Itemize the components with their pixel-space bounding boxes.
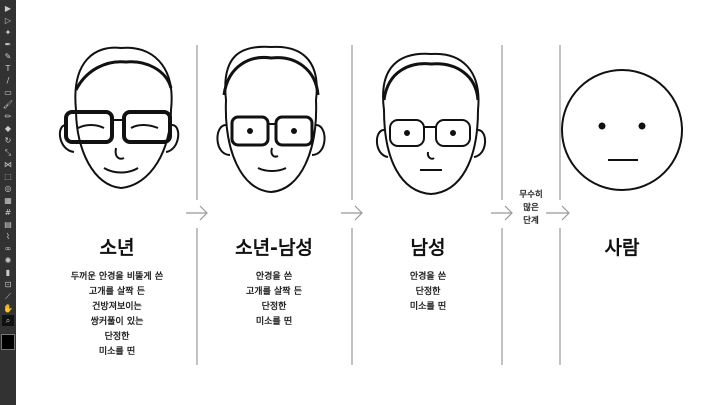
desc-line: 미소를 띤 — [255, 317, 293, 327]
arrows — [186, 205, 570, 221]
fill-stroke-swatch[interactable] — [1, 334, 15, 350]
eraser-tool-icon[interactable]: ◆ — [4, 123, 12, 133]
desc-line: 미소를 띤 — [98, 347, 136, 357]
magic-wand-tool-icon[interactable]: ✦ — [4, 27, 12, 37]
blend-tool-icon[interactable]: ∞ — [4, 243, 12, 253]
desc-line: 고개를 살짝 든 — [89, 287, 145, 297]
eyedropper-tool-icon[interactable]: ⌇ — [6, 231, 10, 241]
illustration — [58, 45, 683, 365]
slice-tool-icon[interactable]: ⟋ — [5, 291, 11, 301]
free-transform-tool-icon[interactable]: ⬚ — [4, 171, 12, 181]
artboard-tool-icon[interactable]: ⊡ — [4, 279, 12, 289]
tools-panel: ▶ ▷ ✦ ✒ ✎ T / ▭ 🖌 ✏ ◆ ↻ ⤡ ⋈ ⬚ ◎ ▦ # ▤ ⌇ ∞ ✺ ▮ ⊡ ⟋ ✋⌕ — [0, 0, 16, 405]
gradient-tool-icon[interactable]: ▤ — [4, 219, 12, 229]
paintbrush-tool-icon[interactable]: 🖌 — [2, 99, 14, 109]
curvature-tool-icon[interactable]: ✎ — [4, 51, 12, 61]
mid-label-line: 많은 — [523, 203, 539, 213]
hand-tool-icon[interactable]: ✋ — [3, 303, 13, 313]
pencil-tool-icon[interactable]: ✏ — [4, 111, 12, 121]
desc-line: 안경을 쓴 — [409, 272, 447, 282]
mid-label-line: 무수히 — [519, 190, 543, 200]
face-boy-man — [216, 45, 326, 194]
stage-title-person: 사람 — [604, 237, 640, 259]
face-boy — [58, 46, 180, 190]
width-tool-icon[interactable]: ⋈ — [4, 159, 12, 169]
type-tool-icon[interactable]: T — [5, 63, 11, 73]
scale-tool-icon[interactable]: ⤡ — [4, 147, 12, 157]
perspective-tool-icon[interactable]: ▦ — [4, 195, 12, 205]
stage-title-boy: 소년 — [99, 237, 135, 259]
desc-line: 단정한 — [104, 332, 130, 342]
zoom-tool-icon[interactable]: ⌕ — [2, 314, 14, 326]
face-man — [376, 52, 486, 196]
desc-line: 미소를 띤 — [409, 302, 447, 312]
selection-tool-icon[interactable]: ▶ — [4, 3, 12, 13]
stage-title-boy-man: 소년-남성 — [235, 237, 313, 259]
desc-line: 건방져보이는 — [92, 302, 142, 312]
dividers — [196, 45, 561, 365]
symbol-sprayer-tool-icon[interactable]: ✺ — [4, 255, 12, 265]
direct-selection-tool-icon[interactable]: ▷ — [4, 15, 12, 25]
rotate-tool-icon[interactable]: ↻ — [4, 135, 12, 145]
rectangle-tool-icon[interactable]: ▭ — [4, 87, 12, 97]
shape-builder-tool-icon[interactable]: ◎ — [4, 183, 12, 193]
face-person — [561, 69, 683, 191]
desc-line: 단정한 — [415, 287, 441, 297]
graph-tool-icon[interactable]: ▮ — [5, 267, 11, 277]
mid-label-line: 단계 — [523, 216, 539, 226]
line-tool-icon[interactable]: / — [6, 75, 10, 85]
desc-line: 두꺼운 안경을 비뚤게 쓴 — [70, 272, 164, 282]
desc-line: 쌍커풀이 있는 — [90, 317, 144, 327]
pen-tool-icon[interactable]: ✒ — [4, 39, 12, 49]
mesh-tool-icon[interactable]: # — [4, 207, 12, 217]
desc-line: 안경을 쓴 — [255, 272, 293, 282]
stage-title-man: 남성 — [410, 237, 446, 259]
desc-line: 단정한 — [261, 302, 287, 312]
desc-line: 고개를 살짝 든 — [246, 287, 302, 297]
